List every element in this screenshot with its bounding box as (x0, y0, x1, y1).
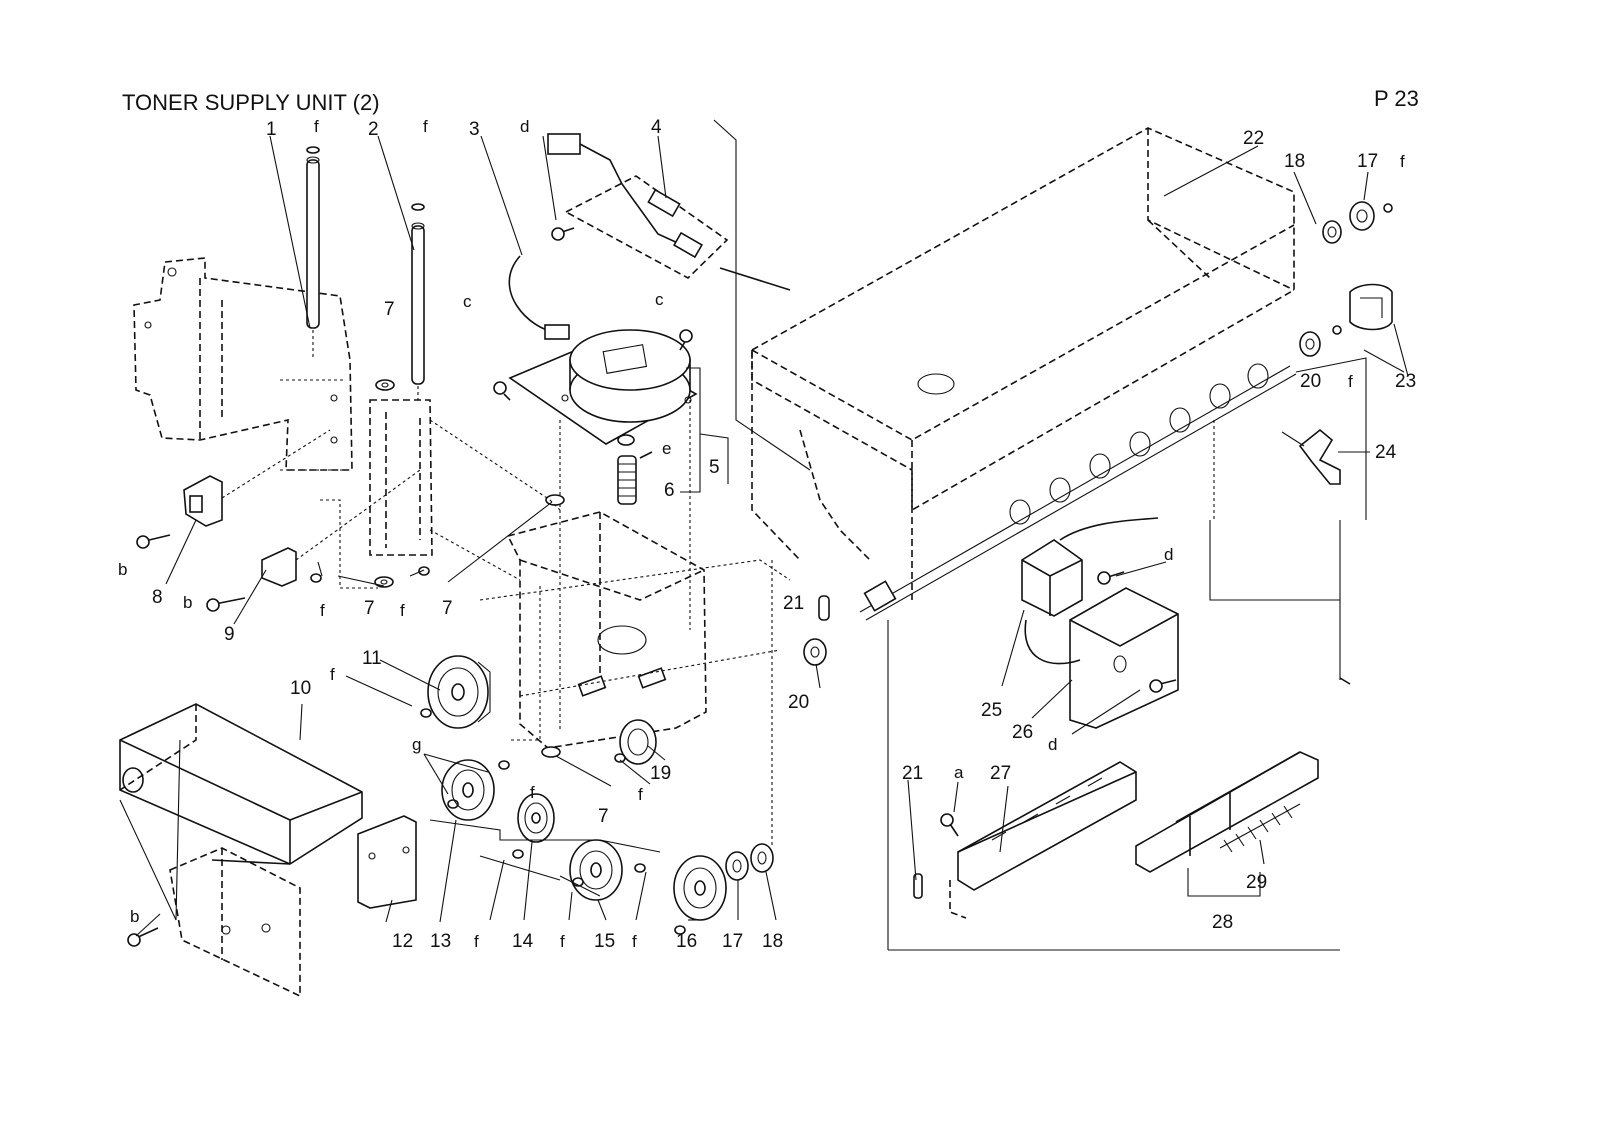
paddle-27 (949, 761, 1137, 919)
callout-f6: f (400, 601, 405, 620)
callout-25: 25 (981, 700, 1002, 721)
page-number: P 23 (1374, 86, 1419, 111)
callout-g: g (412, 735, 421, 754)
left-frame-bracket (133, 257, 353, 471)
pins-21 (818, 595, 959, 899)
center-bracket (310, 379, 433, 589)
callout-6: 6 (664, 480, 675, 501)
callout-b2: b (183, 593, 192, 612)
callout-29: 29 (1246, 872, 1267, 893)
callout-7b: 7 (364, 598, 375, 619)
callout-f12: f (632, 932, 637, 951)
shaft-1 (306, 146, 320, 360)
callout-15: 15 (594, 931, 615, 952)
callout-f9: f (530, 783, 535, 802)
callout-4: 4 (651, 117, 662, 138)
right-parts (1281, 201, 1393, 485)
callout-1: 1 (266, 119, 277, 140)
callout-18b: 18 (1284, 151, 1305, 172)
callout-16: 16 (676, 931, 697, 952)
cable-3 (508, 255, 570, 340)
callout-3: 3 (469, 119, 480, 140)
callout-21b: 21 (902, 763, 923, 784)
callout-21a: 21 (783, 593, 804, 614)
cover-10 (119, 703, 363, 865)
lower-cover (169, 847, 301, 998)
callout-f2: f (423, 117, 428, 136)
callout-f7: f (330, 665, 335, 684)
bracket-26 (1069, 587, 1179, 729)
callout-9: 9 (224, 624, 235, 645)
callout-b3: b (130, 907, 139, 926)
callout-c1: c (463, 292, 472, 311)
callout-d1: d (520, 117, 529, 136)
coupler-6 (617, 451, 653, 505)
callout-c2: c (655, 290, 664, 309)
callout-28: 28 (1212, 912, 1233, 933)
agitator-28 (1135, 677, 1351, 873)
callout-f3: f (1400, 152, 1405, 171)
callout-19: 19 (650, 763, 671, 784)
callout-23: 23 (1395, 371, 1416, 392)
callout-14: 14 (512, 931, 534, 952)
gear-15 (569, 839, 623, 901)
callout-5: 5 (709, 457, 720, 478)
page-title: TONER SUPPLY UNIT (2) (122, 90, 380, 115)
sensor-9 (261, 469, 421, 587)
motor-5 (493, 329, 698, 446)
callout-7a: 7 (384, 299, 395, 320)
callout-f1: f (314, 117, 319, 136)
callout-8: 8 (152, 587, 163, 608)
callout-22: 22 (1243, 128, 1264, 149)
callout-f11: f (560, 932, 565, 951)
callout-20b: 20 (1300, 371, 1321, 392)
callout-18a: 18 (762, 931, 783, 952)
callout-b1: b (118, 560, 127, 579)
callout-10: 10 (290, 678, 311, 699)
gear-19 (619, 719, 657, 765)
gear-14 (517, 793, 555, 843)
shaft-2 (411, 203, 425, 400)
callout-24: 24 (1375, 442, 1397, 463)
gear-11 (427, 655, 491, 729)
callout-f8: f (638, 785, 643, 804)
bushings (420, 638, 827, 935)
leader-lines (135, 135, 1409, 937)
callout-17a: 17 (722, 931, 743, 952)
screw-conveyor (859, 363, 1297, 621)
callout-12: 12 (392, 931, 413, 952)
callout-2: 2 (368, 119, 379, 140)
callout-17b: 17 (1357, 151, 1378, 172)
callout-f4: f (1348, 372, 1353, 391)
callout-20a: 20 (788, 692, 809, 713)
assembly-lines (119, 119, 1367, 951)
callout-13: 13 (430, 931, 451, 952)
callout-labels: 1 2 3 4 5 6 7 7 7 7 8 9 10 11 12 13 14 1… (118, 117, 1416, 952)
callout-7d: 7 (598, 806, 609, 827)
gear-13 (441, 759, 495, 821)
plate-12 (357, 815, 417, 909)
callout-d2: d (1164, 545, 1173, 564)
hopper-22 (751, 127, 1295, 600)
callout-27: 27 (990, 763, 1011, 784)
gear-16 (673, 855, 727, 921)
callout-e: e (662, 439, 671, 458)
callout-f5: f (320, 601, 325, 620)
callout-26: 26 (1012, 722, 1033, 743)
callout-7c: 7 (442, 598, 453, 619)
callout-f10: f (474, 932, 479, 951)
callout-11: 11 (362, 648, 382, 669)
spring-29 (1219, 803, 1301, 853)
callout-d3: d (1048, 735, 1057, 754)
sensor-25 (1021, 517, 1177, 693)
callout-a: a (954, 763, 964, 782)
sensor-8 (183, 429, 331, 527)
screws-b (127, 534, 246, 947)
gear-bracket (506, 400, 707, 758)
pcb-4 (547, 133, 791, 291)
